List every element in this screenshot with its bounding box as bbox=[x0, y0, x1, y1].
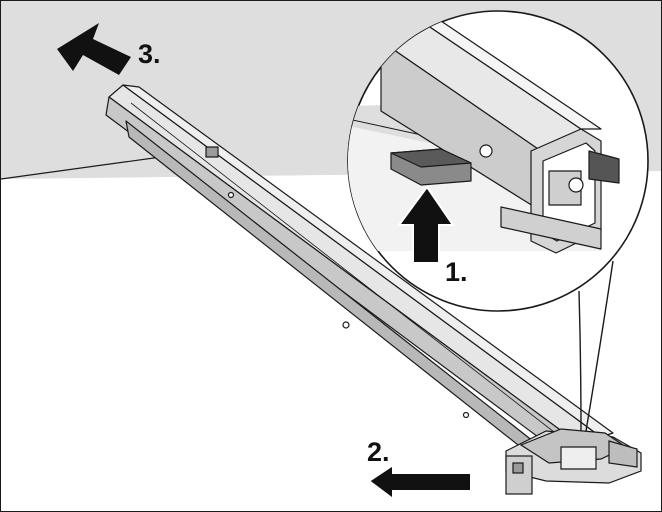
step-2-label: 2. bbox=[367, 437, 390, 467]
arrow-up-icon bbox=[397, 185, 455, 264]
step-1-label: 1. bbox=[445, 257, 468, 287]
arrow-left-icon bbox=[367, 463, 472, 501]
wall-floor-edge bbox=[1, 156, 162, 180]
arrow-up-left-icon bbox=[57, 23, 131, 75]
telescopic-rail bbox=[105, 84, 614, 480]
step-3-label: 3. bbox=[138, 39, 161, 69]
rail-end-bracket bbox=[505, 428, 642, 495]
